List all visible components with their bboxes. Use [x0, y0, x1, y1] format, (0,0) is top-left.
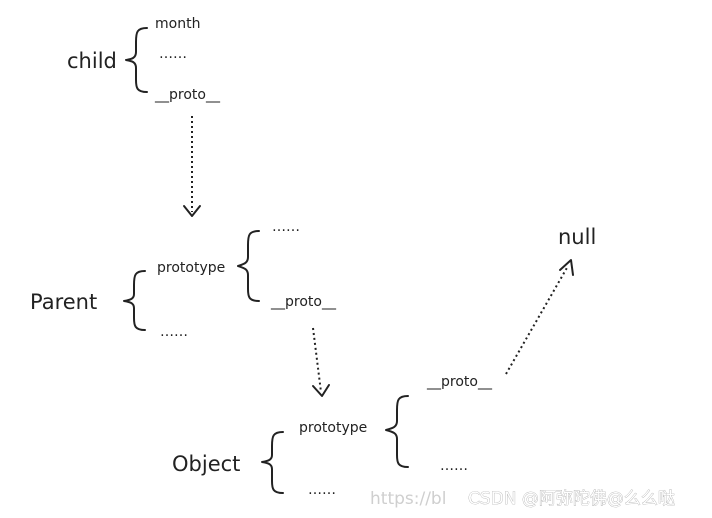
watermark: https://bl CSDN @阿弥陀佛@么么哒 [370, 489, 675, 510]
arrow-object-to-null [505, 259, 574, 375]
child-item-proto: __proto__ [154, 87, 221, 103]
parent-brace [123, 270, 146, 331]
parent-prototype-ellipsis: …… [272, 219, 300, 235]
object-group: Object prototype …… __proto__ …… [172, 374, 493, 498]
child-label: child [67, 49, 117, 73]
object-label: Object [172, 452, 240, 476]
parent-prototype-brace [237, 230, 260, 302]
object-prototype-ellipsis: …… [440, 458, 468, 474]
watermark-credit: CSDN @阿弥陀佛@么么哒 [468, 489, 675, 509]
object-item-prototype: prototype [299, 420, 367, 436]
parent-prototype-proto: __proto__ [270, 294, 337, 310]
child-group: child month …… __proto__ [67, 16, 221, 103]
child-item-ellipsis: …… [159, 46, 187, 62]
parent-label: Parent [30, 290, 97, 314]
parent-item-ellipsis: …… [160, 324, 188, 340]
child-brace [125, 27, 148, 93]
object-prototype-proto: __proto__ [426, 374, 493, 390]
object-brace [261, 431, 284, 494]
arrow-parent-to-object [312, 327, 330, 397]
arrow-child-to-parent [183, 116, 201, 217]
parent-group: Parent prototype …… …… __proto__ [30, 219, 337, 340]
parent-item-prototype: prototype [157, 260, 225, 276]
object-prototype-brace [385, 395, 409, 468]
null-label: null [558, 225, 596, 249]
child-item-month: month [155, 16, 200, 32]
object-item-ellipsis: …… [308, 482, 336, 498]
watermark-url: https://bl [370, 489, 446, 509]
